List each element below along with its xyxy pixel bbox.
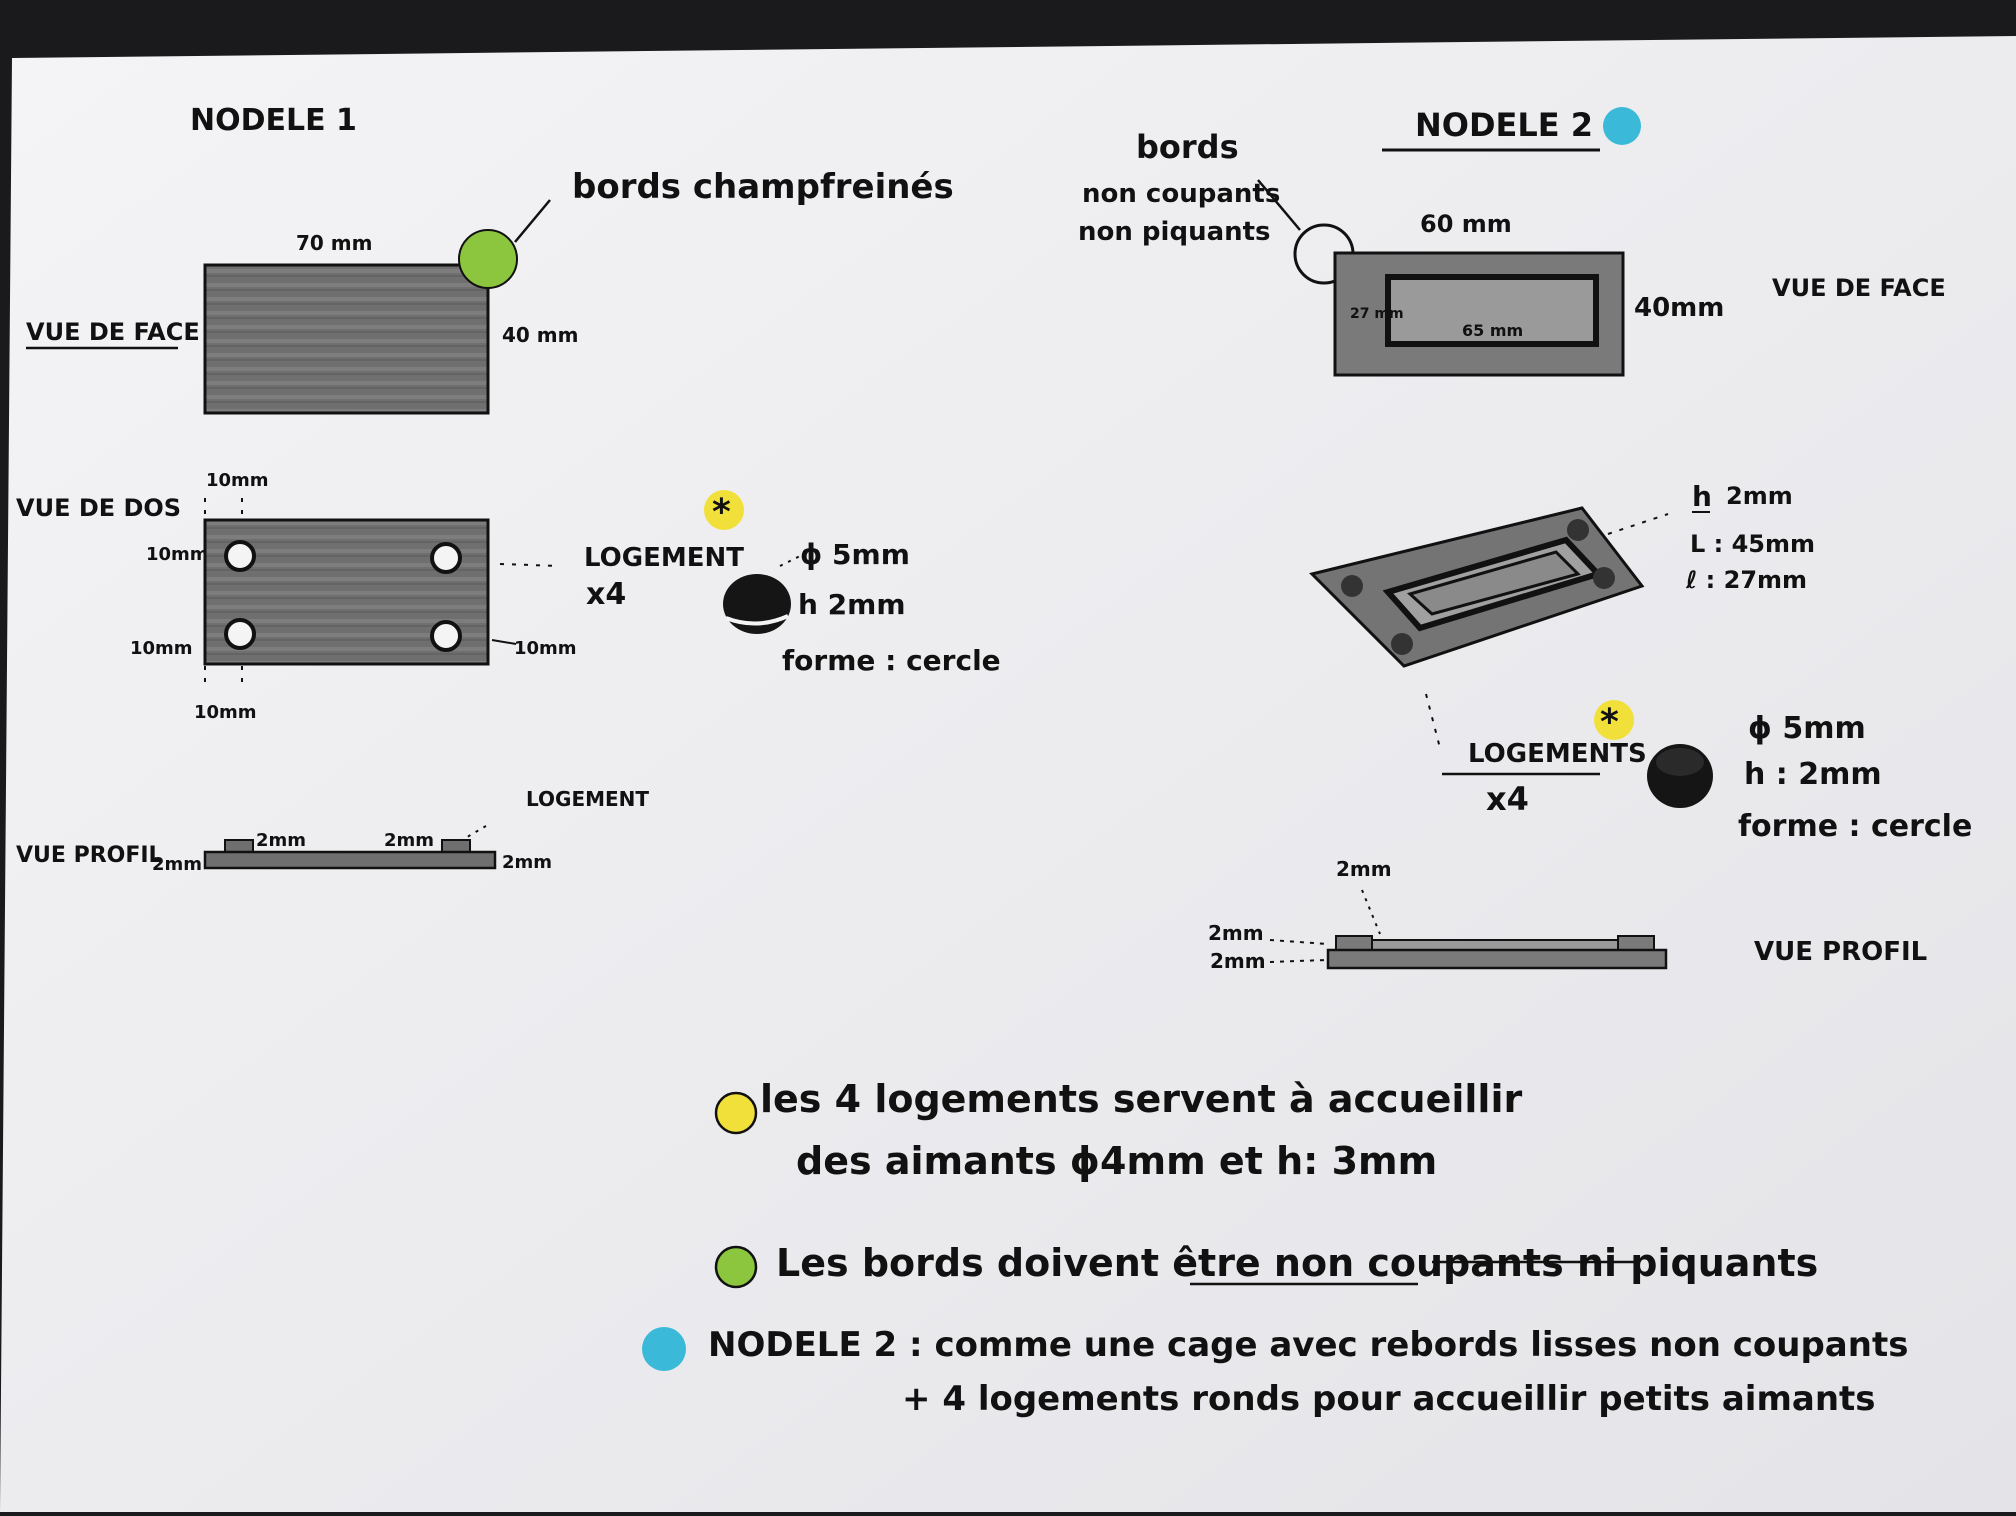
model1-star-marker bbox=[704, 490, 744, 530]
profile-top-right: 2mm bbox=[384, 830, 434, 851]
housing-hole bbox=[224, 618, 256, 650]
chamfer-marker bbox=[458, 229, 518, 289]
profile-top-left: 2mm bbox=[256, 830, 306, 851]
model2-inner-width: 65 mm bbox=[1462, 321, 1523, 340]
model2-edges-line2: non piquants bbox=[1078, 217, 1271, 247]
iso-width: ℓ : 27mm bbox=[1685, 566, 1807, 594]
paper-sheet bbox=[0, 36, 2016, 1512]
model1-magnet-diameter: ϕ 5mm bbox=[800, 538, 910, 571]
model2-magnet-height: h : 2mm bbox=[1744, 757, 1882, 792]
model2-marker bbox=[1603, 107, 1641, 145]
model2-edges-line1: non coupants bbox=[1082, 179, 1280, 209]
model2-profile-plate bbox=[1326, 948, 1668, 970]
profile-right-height: 2mm bbox=[502, 852, 552, 873]
model2-front-label: VUE DE FACE bbox=[1772, 274, 1946, 302]
model1-star: * bbox=[712, 492, 731, 533]
back-dim-left-top: 10mm bbox=[146, 544, 209, 565]
model1-width-label: 70 mm bbox=[296, 231, 372, 255]
model2-inner-height: 27 mm bbox=[1350, 306, 1404, 322]
housing-hole bbox=[430, 620, 462, 652]
model2-magnet-diameter: ϕ 5mm bbox=[1748, 711, 1866, 746]
model2-magnet-shape: forme : cercle bbox=[1738, 809, 1972, 844]
iso-h-letter: h bbox=[1692, 480, 1712, 513]
note-2-line1: Les bords doivent être non coupants ni p… bbox=[776, 1241, 1818, 1285]
model2-title: NODELE 2 bbox=[1415, 106, 1593, 144]
model1-profile-plate bbox=[203, 850, 497, 870]
iso-length: L : 45mm bbox=[1690, 530, 1815, 558]
model2-profile-label: VUE PROFIL bbox=[1754, 937, 1927, 967]
model1-title: NODELE 1 bbox=[190, 103, 357, 138]
note-1-line1: les 4 logements servent à accueillir bbox=[760, 1077, 1522, 1121]
model2-star-marker bbox=[1594, 700, 1634, 740]
model2-height-label: 40mm bbox=[1634, 293, 1724, 323]
model2-profile-left-lower: 2mm bbox=[1210, 949, 1266, 973]
profile-left-height: 2mm bbox=[152, 854, 202, 875]
housing-hole bbox=[430, 542, 462, 574]
note-3-line1: NODELE 2 : comme une cage avec rebords l… bbox=[708, 1325, 1908, 1365]
note-3-marker bbox=[642, 1327, 686, 1371]
model1-magnet-shape: forme : cercle bbox=[782, 644, 1001, 677]
iso-h-value: 2mm bbox=[1726, 482, 1793, 510]
note-1-line2: des aimants ϕ4mm et h: 3mm bbox=[796, 1139, 1437, 1183]
model1-profile-housing: LOGEMENT bbox=[526, 787, 649, 811]
model1-front-label: VUE DE FACE bbox=[26, 318, 200, 346]
model1-magnet-height: h 2mm bbox=[798, 588, 906, 621]
back-dim-left-bottom: 10mm bbox=[130, 638, 193, 659]
model2-star: * bbox=[1600, 702, 1619, 743]
back-dim-bottom: 10mm bbox=[194, 702, 257, 723]
housing-hole bbox=[224, 540, 256, 572]
model1-profile-label: VUE PROFIL bbox=[16, 843, 163, 868]
model2-housing-label: LOGEMENTS bbox=[1468, 739, 1647, 769]
model2-width-label: 60 mm bbox=[1420, 210, 1512, 238]
model1-housing-count: x4 bbox=[586, 577, 626, 612]
model1-callout: bords champfreinés bbox=[572, 167, 954, 207]
model2-front-window bbox=[1385, 274, 1599, 347]
model2-profile-top: 2mm bbox=[1336, 857, 1392, 881]
model2-housing-count: x4 bbox=[1486, 780, 1529, 818]
model1-height-label: 40 mm bbox=[502, 323, 578, 347]
back-dim-top: 10mm bbox=[206, 470, 269, 491]
back-dim-right: 10mm bbox=[514, 638, 577, 659]
model2-edges-title: bords bbox=[1136, 128, 1239, 166]
note-3-line2: + 4 logements ronds pour accueillir peti… bbox=[902, 1379, 1876, 1419]
note-1-marker bbox=[714, 1091, 758, 1135]
model1-front-plate bbox=[203, 263, 490, 415]
model1-housing-label: LOGEMENT bbox=[584, 543, 744, 573]
note-2-marker bbox=[714, 1245, 758, 1289]
model1-back-label: VUE DE DOS bbox=[16, 494, 181, 522]
model2-profile-left-upper: 2mm bbox=[1208, 921, 1264, 945]
